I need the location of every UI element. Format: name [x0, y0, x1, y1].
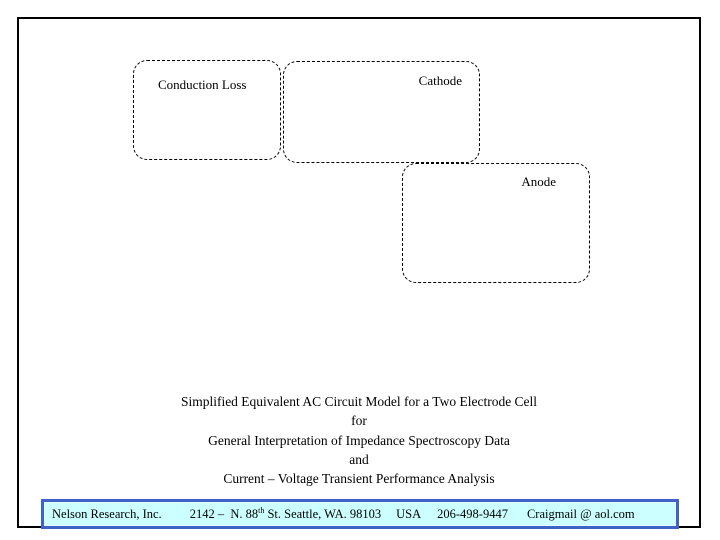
anode-label: Anode — [521, 174, 556, 189]
footer-country: USA — [396, 506, 422, 521]
title-line-2: for — [351, 413, 367, 429]
title-line-1: Simplified Equivalent AC Circuit Model f… — [180, 394, 538, 409]
anode-box: Anode — [402, 163, 590, 283]
cathode-label: Cathode — [418, 73, 462, 88]
title-line-4: and — [349, 451, 369, 467]
footer-address-post: St. Seattle, WA. 98103 — [264, 506, 382, 521]
conduction-loss-box: Conduction Loss — [133, 60, 281, 160]
footer-email: Craigmail @ aol.com — [526, 506, 635, 521]
footer-company-name: Nelson Research, Inc. — [52, 506, 162, 521]
cathode-box: Cathode — [283, 61, 480, 163]
footer-address: 2142 – N. 88th St. Seattle, WA. 98103 — [189, 505, 382, 522]
footer-address-ordinal: th — [258, 505, 265, 515]
slide-title: Simplified Equivalent AC Circuit Model f… — [17, 392, 701, 488]
footer-bar: Nelson Research, Inc. 2142 – N. 88th St.… — [41, 499, 679, 529]
title-line-5: Current – Voltage Transient Performance … — [223, 471, 495, 487]
footer-phone: 206-498-9447 — [437, 506, 508, 521]
conduction-loss-label: Conduction Loss — [158, 77, 247, 92]
footer-address-pre: 2142 – N. 88 — [189, 506, 259, 521]
title-line-3: General Interpretation of Impedance Spec… — [208, 432, 510, 448]
